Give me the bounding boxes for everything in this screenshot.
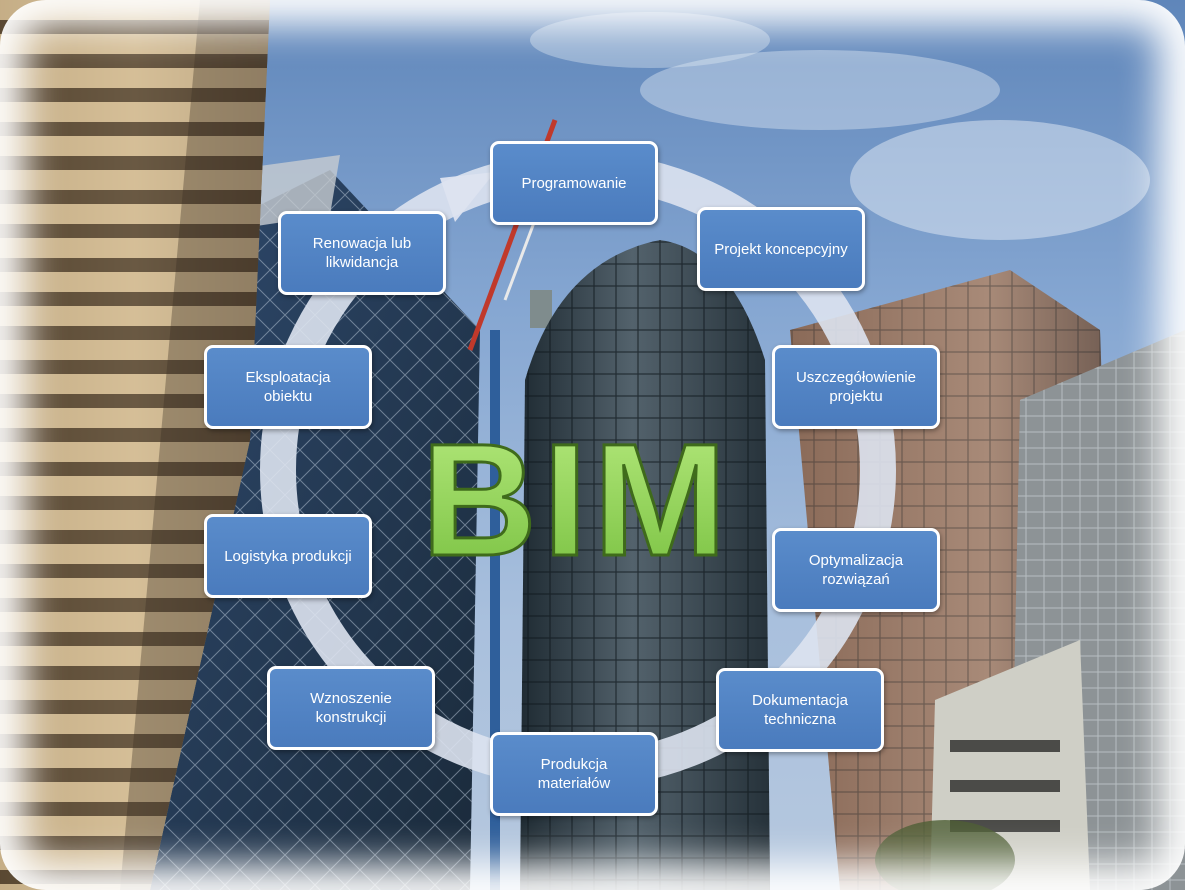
stage-produkcja-materialow[interactable]: Produkcja materiałów: [490, 732, 658, 816]
stage-logistyka-produkcji[interactable]: Logistyka produkcji: [204, 514, 372, 598]
stage-eksploatacja-obiektu[interactable]: Eksploatacja obiektu: [204, 345, 372, 429]
stage-projekt-koncepcyjny[interactable]: Projekt koncepcyjny: [697, 207, 865, 291]
stage-optymalizacja-rozwiazan[interactable]: Optymalizacja rozwiązań: [772, 528, 940, 612]
stage-wznoszenie-konstrukcji[interactable]: Wznoszenie konstrukcji: [267, 666, 435, 750]
stage-dokumentacja-techniczna[interactable]: Dokumentacja techniczna: [716, 668, 884, 752]
stage-uszczegolowienie-projektu[interactable]: Uszczegółowienie projektu: [772, 345, 940, 429]
stage-programowanie[interactable]: Programowanie: [490, 141, 658, 225]
stage-renowacja-lub-likwidancja[interactable]: Renowacja lub likwidancja: [278, 211, 446, 295]
